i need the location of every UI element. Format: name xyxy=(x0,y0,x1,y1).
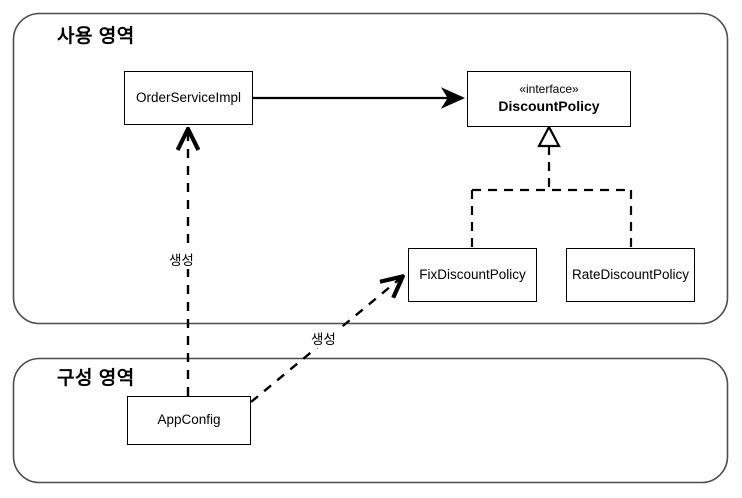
edge-label-create-order: 생성 xyxy=(166,249,197,269)
class-stereotype-discount-policy: «interface» xyxy=(519,82,579,97)
class-name-app-config: AppConfig xyxy=(157,412,221,428)
class-box-order-service-impl[interactable]: OrderServiceImpl xyxy=(124,71,253,125)
class-name-order-service-impl: OrderServiceImpl xyxy=(135,89,242,105)
class-box-fix-discount-policy[interactable]: FixDiscountPolicy xyxy=(408,248,537,302)
edge-realization-bracket xyxy=(470,146,633,248)
region-title-usage: 사용 영역 xyxy=(57,26,135,47)
region-config-container xyxy=(12,357,729,484)
class-box-discount-policy[interactable]: «interface» DiscountPolicy xyxy=(467,71,631,127)
class-box-app-config[interactable]: AppConfig xyxy=(127,396,251,445)
class-name-fix-discount-policy: FixDiscountPolicy xyxy=(419,266,526,282)
class-name-rate-discount-policy: RateDiscountPolicy xyxy=(571,266,690,282)
class-box-rate-discount-policy[interactable]: RateDiscountPolicy xyxy=(566,248,695,302)
edge-label-create-fix: 생성 xyxy=(308,328,339,348)
class-name-discount-policy: DiscountPolicy xyxy=(498,98,600,115)
region-title-config: 구성 영역 xyxy=(57,368,135,389)
